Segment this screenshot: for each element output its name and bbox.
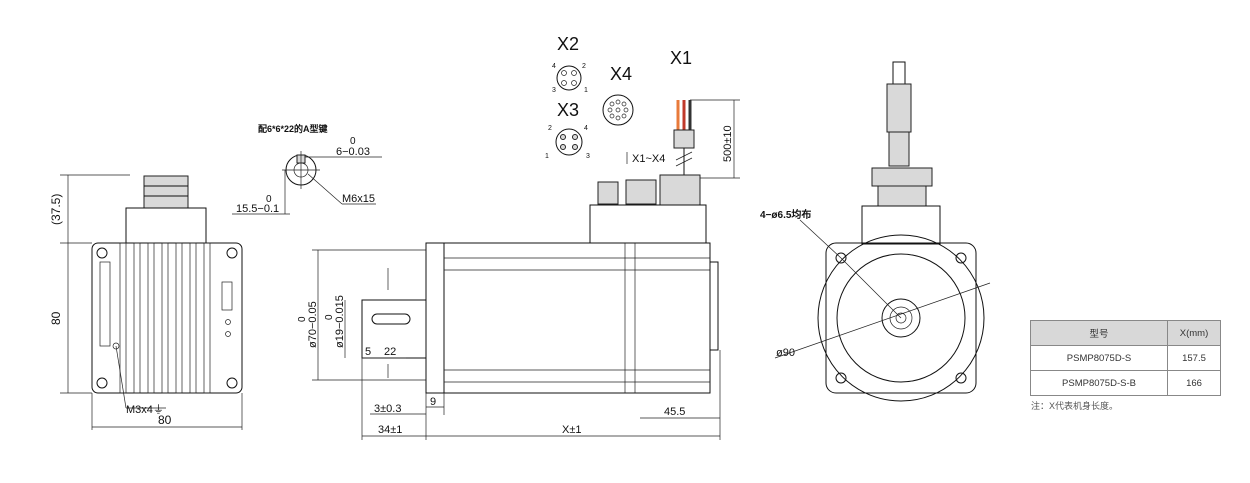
x3-label: X3 <box>557 100 579 120</box>
x2-pin-2: 2 <box>582 63 586 70</box>
table-row: PSMP8075D-S 157.5 <box>1030 345 1221 371</box>
table-note: 注：X代表机身长度。 <box>1031 401 1119 411</box>
body-length: X±1 <box>562 424 582 436</box>
x3-pin-3: 3 <box>586 153 590 160</box>
table-cell-model: PSMP8075D-S-B <box>1030 370 1168 396</box>
table-header-x: X(mm) <box>1167 320 1221 346</box>
model-table: 型号 X(mm) PSMP8075D-S 157.5 PSMP8075D-S-B… <box>1030 320 1221 396</box>
key-tol-left: 15.5−0.1 <box>236 203 279 215</box>
cable-tag: X1~X4 <box>632 153 665 165</box>
dim-width-label: 80 <box>158 413 172 427</box>
key-length: 22 <box>384 346 396 358</box>
x4-connector <box>602 94 634 126</box>
cable-length: 500±10 <box>722 125 734 162</box>
shaft-dia-zero: 0 <box>324 314 335 320</box>
table-cell-model: PSMP8075D-S <box>1030 345 1168 371</box>
key-detail-title: 配6*6*22的A型键 <box>258 123 329 134</box>
back-body <box>91 242 243 394</box>
x3-pin-4: 4 <box>584 125 588 132</box>
x3-pin-1: 1 <box>545 153 549 160</box>
table-header-model: 型号 <box>1030 320 1168 346</box>
key-tol-top: 6−0.03 <box>336 146 370 158</box>
holes-label: 4−ø6.5均布 <box>760 208 811 221</box>
x2-connector <box>556 65 582 91</box>
flange-dia-zero: 0 <box>297 316 308 322</box>
cooling-fins <box>99 242 233 394</box>
x2-pin-3: 3 <box>552 87 556 94</box>
back-connector-base <box>125 207 207 244</box>
table-cell-x: 157.5 <box>1167 345 1221 371</box>
key-tol-left-zero: 0 <box>266 194 272 205</box>
table-cell-x: 166 <box>1167 370 1221 396</box>
shaft-length: 34±1 <box>378 424 402 436</box>
front-view: 4−ø6.5均布 ø90 <box>760 61 991 402</box>
shaft-dia: ø19−0.015 <box>334 295 346 348</box>
x1-label: X1 <box>670 48 692 68</box>
key-tol-top-zero: 0 <box>350 136 356 147</box>
x2-label: X2 <box>557 34 579 54</box>
table-header-row: 型号 X(mm) <box>1030 320 1221 346</box>
back-view: (37.5) 80 80 M3x4⏚ <box>49 174 243 430</box>
key-detail: 配6*6*22的A型键 0 6−0.03 0 15.5−0.1 M6x15 <box>232 123 382 215</box>
side-view: 0 ø70−0.05 0 ø19−0.015 5 22 9 3±0.3 34±1… <box>297 174 721 440</box>
flange-dia: ø70−0.05 <box>307 301 319 348</box>
screw-note: M3x4⏚ <box>126 403 164 416</box>
x3-connector <box>555 128 583 156</box>
pilot-depth: 3±0.3 <box>374 403 401 415</box>
pcd-label: ø90 <box>776 347 795 359</box>
x4-label: X4 <box>610 64 632 84</box>
x3-pin-2: 2 <box>548 125 552 132</box>
dim-height-label: (37.5) <box>49 194 63 225</box>
connector-diagrams: X2 4 2 3 1 X3 2 4 1 3 X4 X1 X <box>545 34 740 179</box>
dim-body-label: 80 <box>49 311 63 325</box>
table-row: PSMP8075D-S-B 166 <box>1030 370 1221 396</box>
flange-thickness: 9 <box>430 396 436 408</box>
x2-pin-1: 1 <box>584 87 588 94</box>
key-offset: 5 <box>365 346 371 358</box>
back-connector <box>143 175 189 209</box>
x2-pin-4: 4 <box>552 63 556 70</box>
connector-position: 45.5 <box>664 406 685 418</box>
thread-label: M6x15 <box>342 193 375 205</box>
